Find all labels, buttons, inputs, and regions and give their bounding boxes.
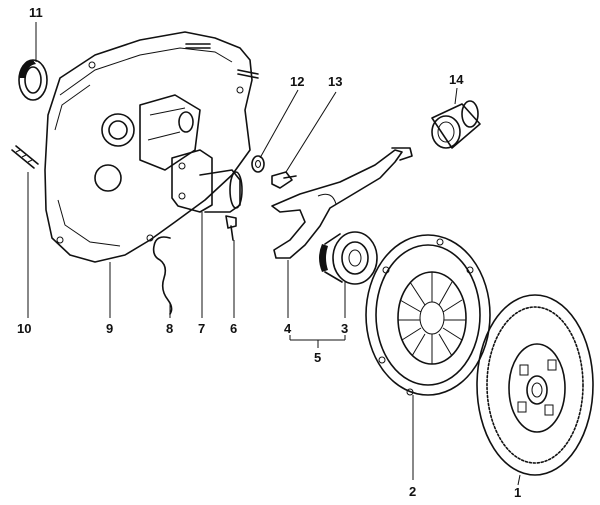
callout-label-9: 9 xyxy=(106,321,113,336)
callout-label-14: 14 xyxy=(449,72,464,87)
callout-label-2: 2 xyxy=(409,484,416,499)
part-2-pressure-plate xyxy=(365,234,491,396)
part-9-clutch-housing xyxy=(44,31,259,263)
part-8-spring-clip xyxy=(152,236,173,315)
callout-label-4: 4 xyxy=(284,321,292,336)
callout-labels: 11 10 9 8 7 6 4 3 5 12 13 14 2 1 xyxy=(17,5,521,500)
part-3-release-bearing xyxy=(319,231,378,285)
part-13-pivot-bolt xyxy=(271,171,297,189)
callout-label-11: 11 xyxy=(29,5,43,20)
callout-label-1: 1 xyxy=(514,485,521,500)
part-10-stud xyxy=(11,145,39,169)
part-7-guide-tube xyxy=(171,149,243,213)
part-6-bolt xyxy=(225,215,237,241)
callout-label-5: 5 xyxy=(314,350,321,365)
part-14-bushing xyxy=(431,100,481,149)
callout-label-13: 13 xyxy=(328,74,342,89)
part-4-release-fork xyxy=(271,147,413,259)
callout-label-12: 12 xyxy=(290,74,304,89)
leader-lines xyxy=(27,22,521,486)
callout-label-7: 7 xyxy=(198,321,205,336)
part-1-clutch-disc xyxy=(476,294,594,476)
callout-label-8: 8 xyxy=(166,321,173,336)
callout-label-3: 3 xyxy=(341,321,348,336)
part-12-washer xyxy=(251,155,265,173)
callout-label-10: 10 xyxy=(17,321,31,336)
callout-label-6: 6 xyxy=(230,321,237,336)
part-11-seal-ring xyxy=(18,59,48,101)
